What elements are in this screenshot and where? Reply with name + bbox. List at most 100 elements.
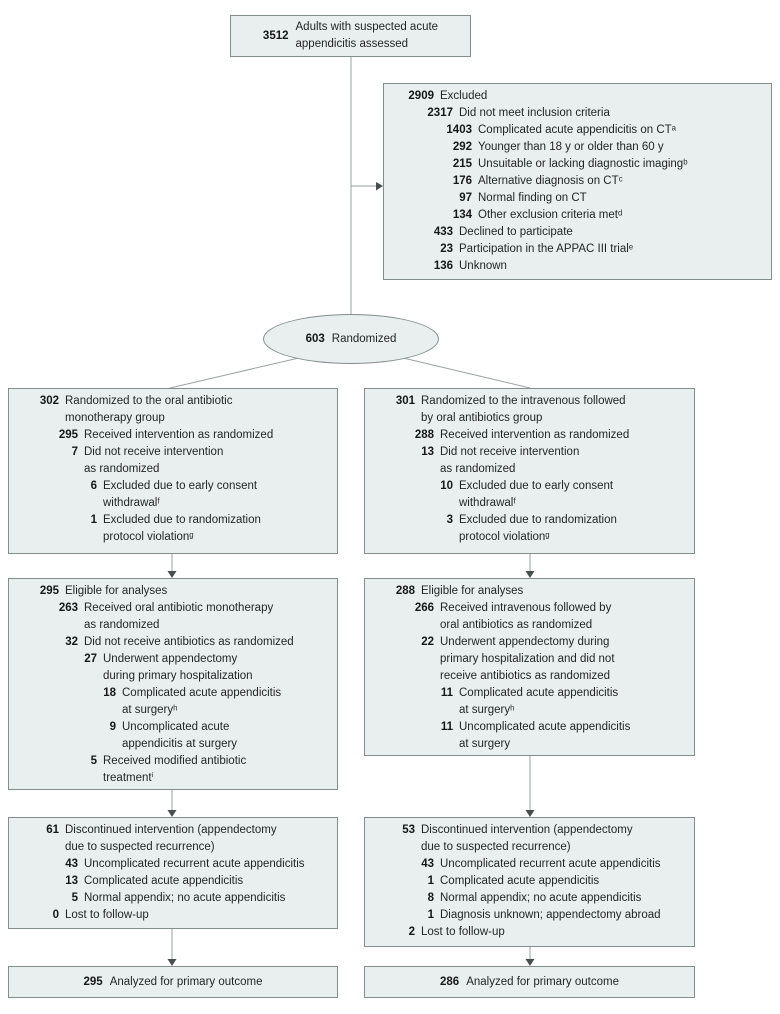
row-label: Did not meet inclusion criteria: [459, 107, 610, 119]
flow-row: 53 Discontinued intervention (appendectom…: [371, 822, 690, 856]
row-label: Complicated acute appendicitis: [84, 875, 244, 887]
randomized-label: Randomized: [331, 332, 397, 345]
arrowhead-right-analyzed: [525, 959, 535, 966]
assessed-count: 3512: [262, 29, 289, 42]
row-label: Discontinued intervention (appendectomy …: [421, 824, 633, 853]
row-count: 8: [427, 892, 434, 904]
flow-row: 13 Complicated acute appendicitis: [15, 873, 333, 890]
row-label: Randomized to the oral antibiotic monoth…: [65, 395, 233, 424]
line-oval-to-right-group: [398, 356, 531, 389]
row-label: Participation in the APPAC III trialᵉ: [459, 243, 634, 255]
randomized-oval: 603 Randomized: [263, 314, 439, 364]
row-count: 295: [58, 429, 78, 441]
row-label: Declined to participate: [459, 226, 573, 238]
row-label: Unknown: [459, 260, 507, 272]
row-count: 215: [452, 158, 472, 170]
row-count: 1: [427, 909, 434, 921]
row-label: Unsuitable or lacking diagnostic imaging…: [478, 158, 688, 170]
flow-row: 263 Received oral antibiotic monotherapy …: [15, 600, 333, 634]
flow-row: 295 Eligible for analyses: [15, 583, 333, 600]
right-analyzed-count: 286: [440, 975, 460, 988]
row-count: 43: [65, 858, 78, 870]
arrowhead-right-eligible: [525, 571, 535, 578]
row-label: Normal appendix; no acute appendicitis: [440, 892, 642, 904]
right-analyzed-label: Analyzed for primary outcome: [466, 975, 619, 988]
arrowhead-left-eligible: [167, 571, 177, 578]
flow-row: 61 Discontinued intervention (appendectom…: [15, 822, 333, 856]
row-label: Excluded due to early consent withdrawal…: [459, 480, 614, 509]
assessed-box: 3512 Adults with suspected acute appendi…: [230, 15, 471, 57]
flow-row: 43 Uncomplicated recurrent acute appendic…: [15, 856, 333, 873]
row-label: Discontinued intervention (appendectomy …: [65, 824, 277, 853]
row-label: Randomized to the intravenous followed b…: [421, 395, 626, 424]
row-label: Received modified antibiotic treatmentⁱ: [103, 755, 247, 784]
left-analyzed-label: Analyzed for primary outcome: [109, 975, 263, 988]
row-label: Did not receive antibiotics as randomize…: [84, 636, 294, 648]
row-count: 23: [440, 243, 453, 255]
row-count: 288: [414, 429, 434, 441]
assessed-label: Adults with suspected acute appendicitis…: [295, 21, 439, 50]
row-label: Excluded due to randomization protocol v…: [103, 514, 261, 543]
row-count: 433: [433, 226, 453, 238]
flow-row: 288 Eligible for analyses: [371, 583, 690, 600]
row-count: 288: [395, 585, 415, 597]
row-count: 32: [65, 636, 78, 648]
row-label: Eligible for analyses: [421, 585, 524, 597]
row-label: Uncomplicated recurrent acute appendicit…: [84, 858, 305, 870]
flow-row: 295 Received intervention as randomized: [15, 427, 333, 444]
left-analyzed-count: 295: [83, 975, 103, 988]
row-count: 9: [109, 721, 116, 733]
row-count: 295: [39, 585, 59, 597]
arrowhead-right-discontinued: [525, 810, 535, 817]
row-count: 61: [46, 824, 59, 836]
flow-row: 215 Unsuitable or lacking diagnostic imag…: [390, 156, 767, 173]
row-count: 263: [58, 602, 78, 614]
row-count: 136: [433, 260, 453, 272]
row-count: 3: [446, 514, 453, 526]
arrowhead-excluded: [376, 182, 383, 191]
row-count: 2909: [408, 90, 434, 102]
row-label: Lost to follow-up: [421, 926, 505, 938]
row-count: 302: [39, 395, 59, 407]
row-label: Received intervention as randomized: [84, 429, 274, 441]
row-label: Complicated acute appendicitis at surger…: [459, 687, 619, 716]
row-label: Excluded due to early consent withdrawal…: [103, 480, 258, 509]
row-count: 13: [65, 875, 78, 887]
row-label: Alternative diagnosis on CTᶜ: [478, 175, 623, 187]
row-label: Received oral antibiotic monotherapy as …: [84, 602, 274, 631]
left-group-box: 302 Randomized to the oral antibiotic mon…: [8, 388, 338, 554]
row-count: 22: [421, 636, 434, 648]
row-label: Uncomplicated acute appendicitis at surg…: [459, 721, 631, 750]
flow-row: 2 Lost to follow-up: [371, 924, 690, 941]
randomized-count: 603: [305, 332, 325, 345]
row-label: Other exclusion criteria metᵈ: [478, 209, 623, 221]
row-count: 27: [84, 653, 97, 665]
flow-row: 8 Normal appendix; no acute appendicitis: [371, 890, 690, 907]
row-count: 2: [408, 926, 415, 938]
row-count: 53: [402, 824, 415, 836]
row-label: Eligible for analyses: [65, 585, 168, 597]
row-label: Complicated acute appendicitis on CTᵃ: [478, 124, 676, 136]
left-analyzed-box: 295 Analyzed for primary outcome: [8, 966, 338, 998]
